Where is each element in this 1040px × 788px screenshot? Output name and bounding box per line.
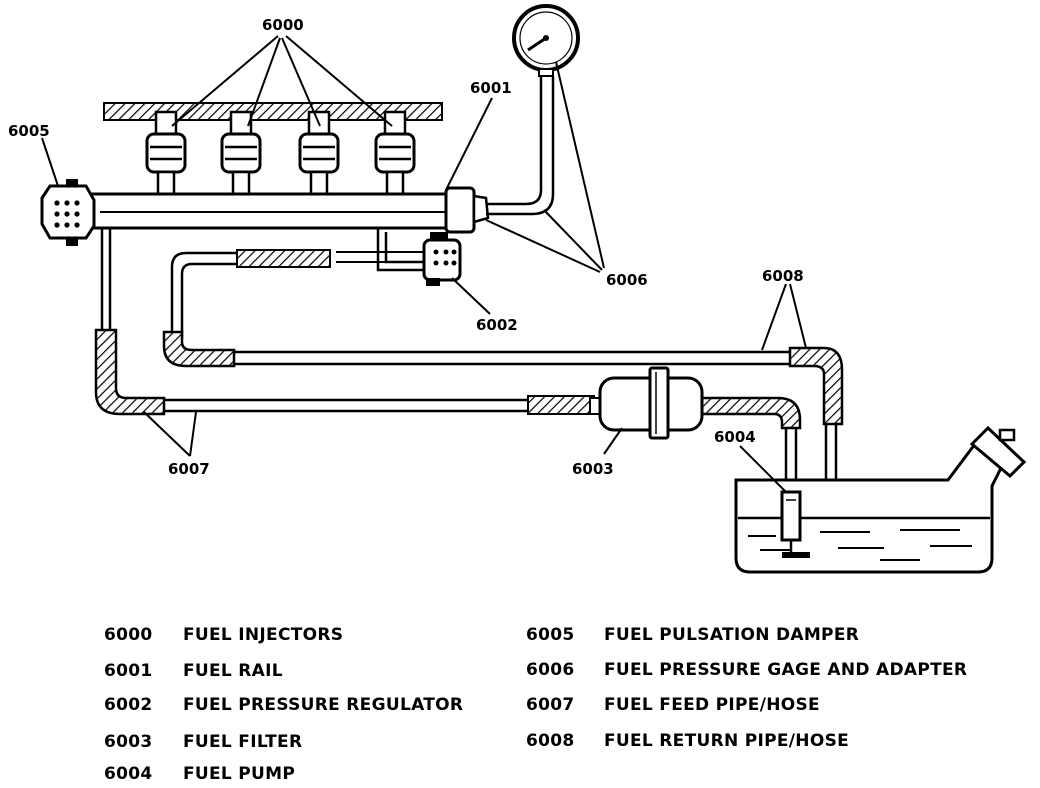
fuel-injector (374, 110, 416, 198)
legend-code-6004: 6004 (104, 764, 153, 784)
legend-text-6003: FUEL FILTER (183, 732, 303, 752)
fuel-pump (780, 490, 810, 558)
callout-6001: 6001 (470, 79, 512, 97)
legend-code-6001: 6001 (104, 661, 153, 681)
legend-text-6006: FUEL PRESSURE GAGE AND ADAPTER (604, 660, 968, 680)
legend-code-6002: 6002 (104, 695, 153, 715)
callout-6008: 6008 (762, 267, 804, 285)
legend-text-6000: FUEL INJECTORS (183, 625, 344, 645)
fuel-tank (734, 425, 1027, 574)
legend-text-6008: FUEL RETURN PIPE/HOSE (604, 731, 850, 751)
callout-6004: 6004 (714, 428, 756, 446)
fuel-rail (86, 186, 490, 234)
fuel-pressure-gage (486, 4, 580, 216)
legend-text-6004: FUEL PUMP (183, 764, 296, 784)
fuel-filter (589, 366, 704, 440)
fuel-injector (298, 110, 340, 198)
callout-6000: 6000 (262, 16, 304, 34)
fuel-pressure-regulator (376, 228, 462, 286)
legend-text-6007: FUEL FEED PIPE/HOSE (604, 695, 820, 715)
legend-text-6005: FUEL PULSATION DAMPER (604, 625, 860, 645)
fuel-injector (145, 110, 187, 198)
legend-code-6006: 6006 (526, 660, 575, 680)
legend-code-6003: 6003 (104, 732, 153, 752)
legend-text-6001: FUEL RAIL (183, 661, 283, 681)
fuel-pulsation-damper (40, 179, 96, 246)
callout-6003: 6003 (572, 460, 614, 478)
fuel-injector (220, 110, 262, 198)
legend-code-6008: 6008 (526, 731, 575, 751)
callout-leader-lines (41, 35, 807, 493)
legend-code-6000: 6000 (104, 625, 153, 645)
callout-6006: 6006 (606, 271, 648, 289)
legend-text-6002: FUEL PRESSURE REGULATOR (183, 695, 464, 715)
fuel-feed-pipe (94, 228, 802, 492)
legend-code-6007: 6007 (526, 695, 575, 715)
callout-6007: 6007 (168, 460, 210, 478)
callout-6002: 6002 (476, 316, 518, 334)
fuel-return-pipe (162, 249, 844, 520)
engine-manifold (103, 102, 443, 121)
callout-6005: 6005 (8, 122, 50, 140)
legend-code-6005: 6005 (526, 625, 575, 645)
